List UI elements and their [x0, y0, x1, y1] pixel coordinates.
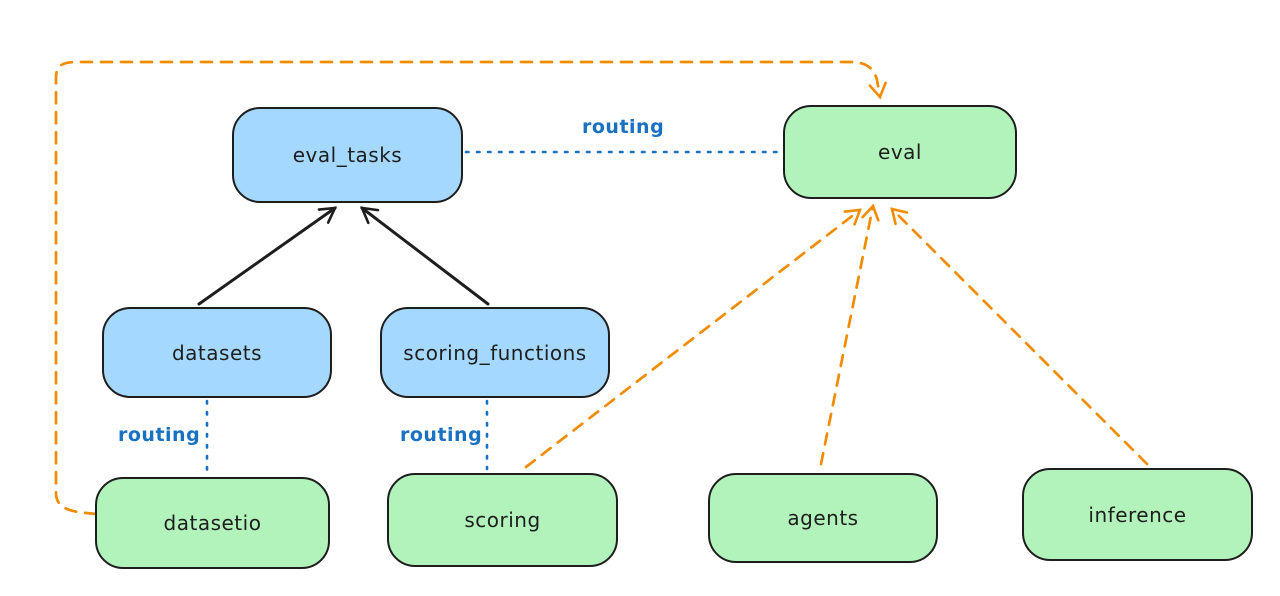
node-eval: eval [783, 105, 1017, 199]
edge-label-routing-scoring: routing [400, 424, 483, 446]
edge-label-routing-top: routing [582, 116, 665, 138]
node-scoring-label: scoring [464, 508, 541, 532]
node-datasetio: datasetio [95, 477, 330, 569]
node-eval-label: eval [878, 140, 922, 164]
node-eval-tasks: eval_tasks [232, 107, 463, 203]
edge-datasets-to-eval-tasks [197, 206, 338, 306]
node-datasetio-label: datasetio [163, 511, 262, 535]
node-scoring-functions: scoring_functions [380, 307, 610, 398]
edge-agents-to-eval [819, 203, 880, 466]
node-inference-label: inference [1088, 502, 1187, 527]
node-agents: agents [708, 473, 938, 563]
node-eval-tasks-label: eval_tasks [292, 143, 403, 167]
edge-datasetio-to-eval [54, 60, 887, 516]
node-scoring-functions-label: scoring_functions [403, 340, 587, 365]
node-agents-label: agents [787, 506, 859, 530]
node-datasets: datasets [102, 307, 332, 398]
edge-scoring-functions-to-eval-tasks [359, 206, 490, 306]
edge-inference-to-eval [890, 207, 1149, 466]
node-inference: inference [1022, 468, 1253, 561]
node-scoring: scoring [387, 473, 618, 567]
edge-scoring-to-eval [524, 208, 862, 469]
node-datasets-label: datasets [171, 340, 263, 365]
edge-label-routing-datasets: routing [118, 424, 201, 446]
